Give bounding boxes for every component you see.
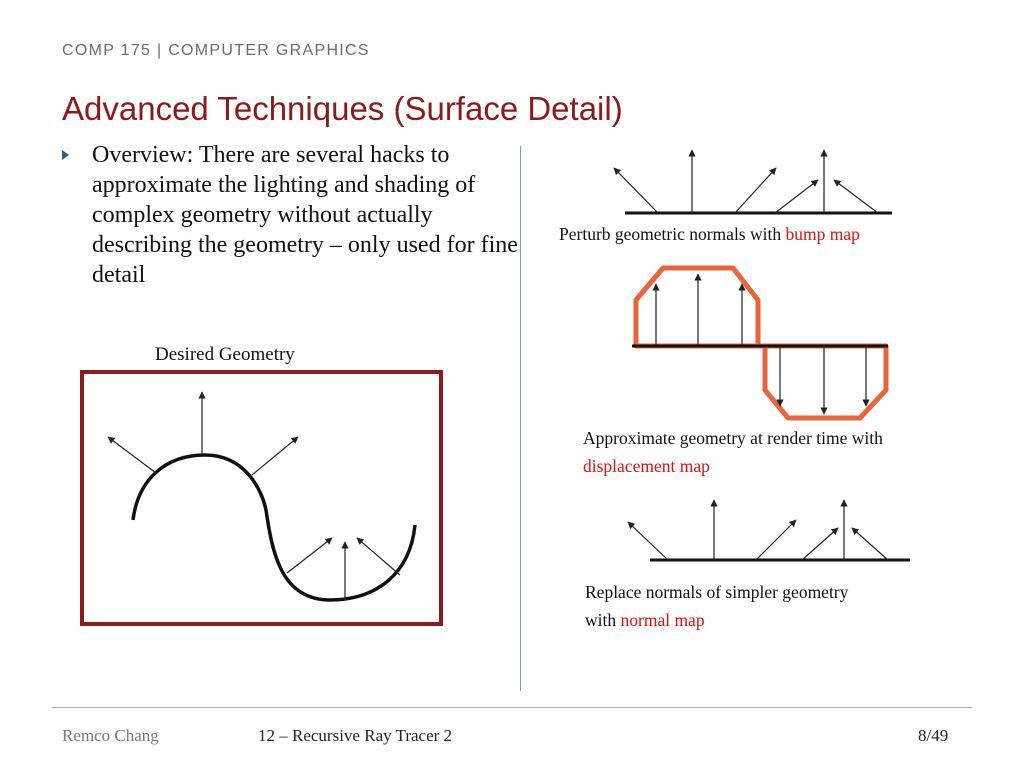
normal-arrow xyxy=(833,179,879,214)
surface-normals xyxy=(107,391,401,600)
geometry-frame xyxy=(80,370,443,626)
normal-map-term: normal map xyxy=(620,610,705,630)
footer-lecture: 12 – Recursive Ray Tracer 2 xyxy=(258,726,453,745)
displacement-map-term: displacement map xyxy=(583,456,710,476)
normal-caption-line2: with normal map xyxy=(585,606,848,634)
normal-arrow xyxy=(734,167,777,214)
displacement-map-caption: Approximate geometry at render time with… xyxy=(583,424,883,480)
displacement-map-figure xyxy=(632,265,889,421)
overview-text: Overview: There are several hacks to app… xyxy=(92,142,518,288)
perturbed-normals xyxy=(613,149,879,214)
displacement-caption-text: Approximate geometry at render time with xyxy=(583,428,883,448)
triangle-bullet-icon xyxy=(62,150,69,160)
normal-arrow xyxy=(251,436,299,476)
replaced-normals xyxy=(627,499,889,561)
desired-geometry-label: Desired Geometry xyxy=(155,344,295,365)
bump-map-term: bump map xyxy=(785,224,860,244)
slide-title: Advanced Techniques (Surface Detail) xyxy=(62,90,623,127)
footer-page-number: 8/49 xyxy=(918,726,949,745)
normal-map-caption: Replace normals of simpler geometry with… xyxy=(585,578,848,634)
displaced-outline xyxy=(633,265,889,421)
normal-caption-line1: Replace normals of simpler geometry xyxy=(585,582,849,602)
bump-map-caption: Perturb geometric normals with bump map xyxy=(559,220,860,248)
bump-map-figure xyxy=(613,149,892,215)
footer-author: Remco Chang xyxy=(62,726,159,745)
normal-arrow xyxy=(774,179,819,214)
normal-arrow xyxy=(851,527,889,561)
normal-arrow xyxy=(107,436,157,474)
normal-arrow xyxy=(755,519,797,561)
bump-caption-text: Perturb geometric normals with xyxy=(559,224,786,244)
displacement-normals xyxy=(652,273,870,415)
normal-arrow xyxy=(613,167,659,214)
normal-map-figure xyxy=(627,499,910,562)
normal-arrow xyxy=(286,537,333,574)
footer-divider xyxy=(52,707,972,708)
normal-arrow xyxy=(356,537,401,576)
desired-geometry-figure xyxy=(80,370,443,626)
vertical-divider xyxy=(520,146,521,691)
normal-arrow xyxy=(627,521,669,561)
normal-caption-prefix: with xyxy=(585,610,621,630)
curved-surface xyxy=(131,453,417,602)
normal-arrow xyxy=(801,527,839,561)
course-header: COMP 175 | COMPUTER GRAPHICS xyxy=(62,42,370,59)
